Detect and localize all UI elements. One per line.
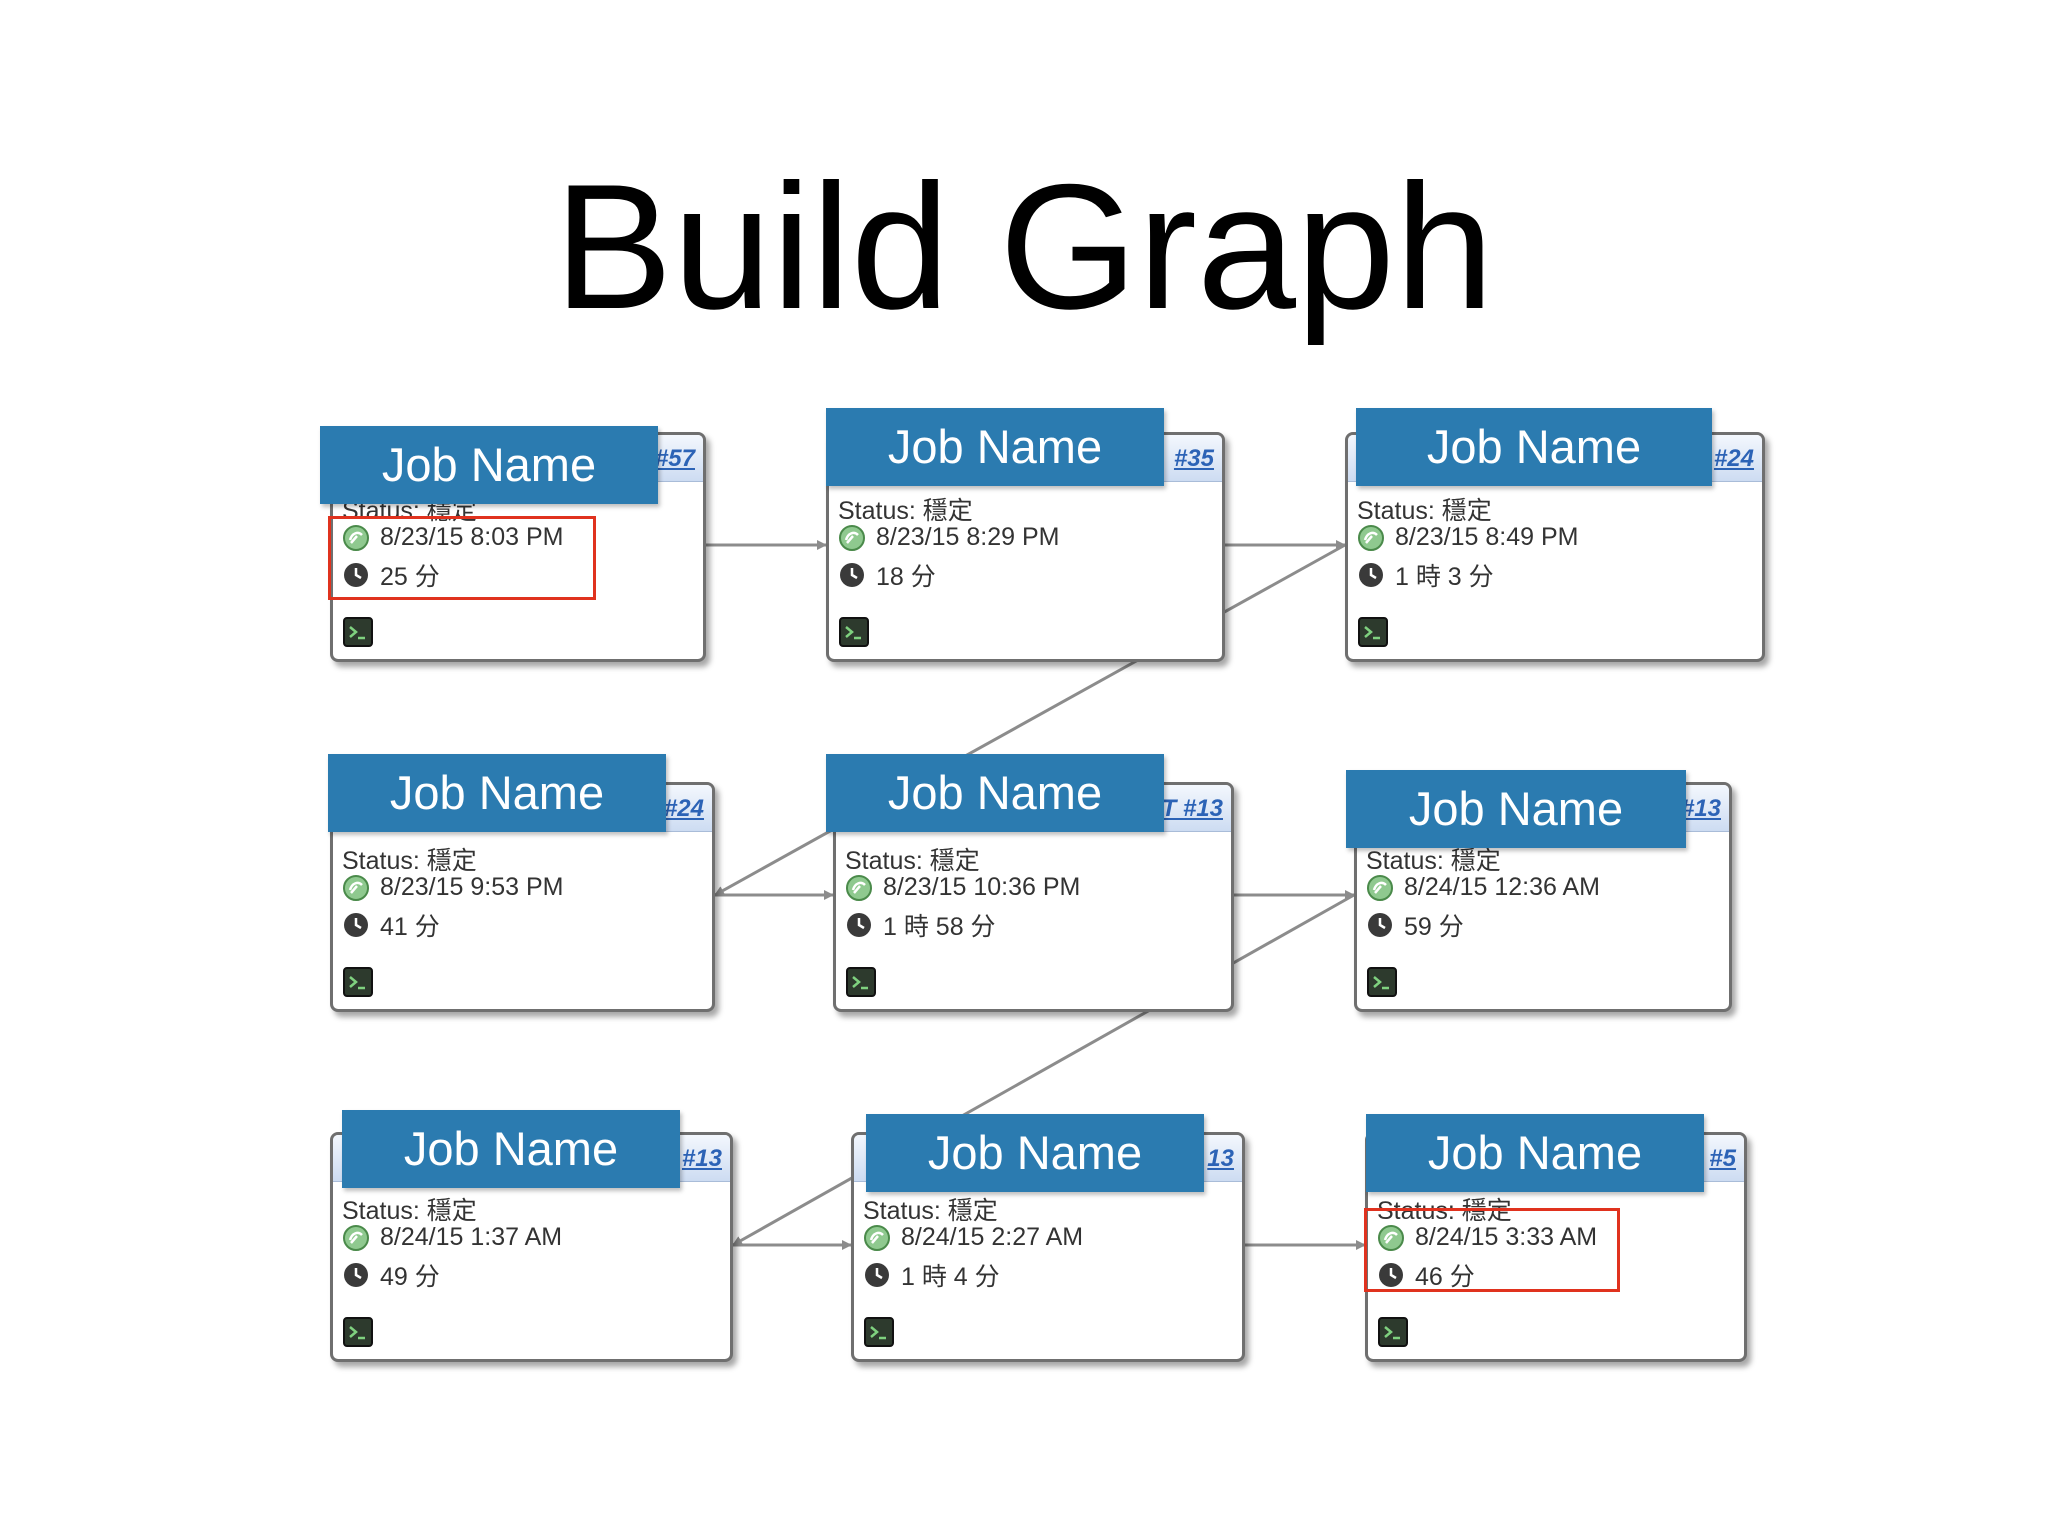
- success-ball-icon: [864, 1224, 890, 1251]
- status-line: Status: 穩定: [342, 1197, 477, 1225]
- build-date: 8/23/15 8:29 PM: [876, 523, 1060, 551]
- success-ball-icon: [343, 524, 369, 551]
- console-icon[interactable]: [343, 617, 373, 647]
- build-date: 8/24/15 3:33 AM: [1415, 1223, 1598, 1251]
- build-date: 8/23/15 8:49 PM: [1395, 523, 1579, 551]
- build-duration: 1 時 3 分: [1395, 563, 1494, 591]
- build-number-link[interactable]: T #13: [1161, 795, 1223, 822]
- status-line: Status: 穩定: [838, 497, 973, 525]
- success-ball-icon: [1378, 1224, 1404, 1251]
- job-name-label: Job Name: [328, 754, 666, 832]
- build-duration: 25 分: [380, 563, 440, 591]
- build-duration: 46 分: [1415, 1263, 1475, 1291]
- job-name-label: Job Name: [1366, 1114, 1704, 1192]
- job-name-label: Job Name: [826, 408, 1164, 486]
- build-date: 8/23/15 10:36 PM: [883, 873, 1081, 901]
- build-number-link[interactable]: #5: [1709, 1145, 1736, 1172]
- clock-icon: [344, 913, 368, 937]
- status-line: Status: 穩定: [1377, 1197, 1512, 1225]
- clock-icon: [344, 563, 368, 587]
- edge-6-7: [732, 893, 1355, 1247]
- console-icon[interactable]: [1367, 967, 1397, 997]
- build-date: 8/23/15 8:03 PM: [380, 523, 564, 551]
- build-number-link[interactable]: 13: [1207, 1145, 1234, 1172]
- clock-icon: [847, 913, 871, 937]
- console-icon[interactable]: [343, 1317, 373, 1347]
- highlight-box-last-build: [1364, 1208, 1620, 1292]
- build-duration: 18 分: [876, 563, 936, 591]
- build-date: 8/24/15 2:27 AM: [901, 1223, 1084, 1251]
- clock-icon: [1368, 913, 1392, 937]
- console-icon[interactable]: [846, 967, 876, 997]
- success-ball-icon: [1367, 874, 1393, 901]
- build-duration: 1 時 4 分: [901, 1263, 1000, 1291]
- success-ball-icon: [1358, 524, 1384, 551]
- build-duration: 1 時 58 分: [883, 913, 996, 941]
- clock-icon: [1359, 563, 1383, 587]
- status-line: Status: 穩定: [1357, 497, 1492, 525]
- build-duration: 59 分: [1404, 913, 1464, 941]
- build-number-link[interactable]: #24: [1713, 445, 1754, 472]
- build-number-link[interactable]: #13: [681, 1145, 722, 1172]
- job-name-label: Job Name: [342, 1110, 680, 1188]
- highlight-box-first-build: [328, 516, 596, 600]
- build-duration: 49 分: [380, 1263, 440, 1291]
- console-icon[interactable]: [839, 617, 869, 647]
- build-number-link[interactable]: #13: [1680, 795, 1721, 822]
- clock-icon: [865, 1263, 889, 1287]
- console-icon[interactable]: [1378, 1317, 1408, 1347]
- success-ball-icon: [846, 874, 872, 901]
- build-number-link[interactable]: #35: [1173, 445, 1214, 472]
- build-duration: 41 分: [380, 913, 440, 941]
- job-name-label: Job Name: [320, 426, 658, 504]
- success-ball-icon: [343, 874, 369, 901]
- job-name-label: Job Name: [1356, 408, 1712, 486]
- build-date: 8/24/15 1:37 AM: [380, 1223, 563, 1251]
- status-line: Status: 穩定: [863, 1197, 998, 1225]
- clock-icon: [344, 1263, 368, 1287]
- console-icon[interactable]: [343, 967, 373, 997]
- build-number-link[interactable]: #57: [654, 445, 695, 472]
- console-icon[interactable]: [1358, 617, 1388, 647]
- slide-title: Build Graph: [554, 147, 1494, 346]
- job-name-label: Job Name: [866, 1114, 1204, 1192]
- job-name-label: Job Name: [1346, 770, 1686, 848]
- status-line: Status: 穩定: [1366, 847, 1501, 875]
- edge-3-4: [714, 543, 1346, 897]
- success-ball-icon: [839, 524, 865, 551]
- clock-icon: [1379, 1263, 1403, 1287]
- console-icon[interactable]: [864, 1317, 894, 1347]
- build-date: 8/23/15 9:53 PM: [380, 873, 564, 901]
- clock-icon: [840, 563, 864, 587]
- build-number-link[interactable]: #24: [663, 795, 704, 822]
- success-ball-icon: [343, 1224, 369, 1251]
- status-line: Status: 穩定: [342, 847, 477, 875]
- status-line: Status: 穩定: [845, 847, 980, 875]
- job-name-label: Job Name: [826, 754, 1164, 832]
- build-date: 8/24/15 12:36 AM: [1404, 873, 1600, 901]
